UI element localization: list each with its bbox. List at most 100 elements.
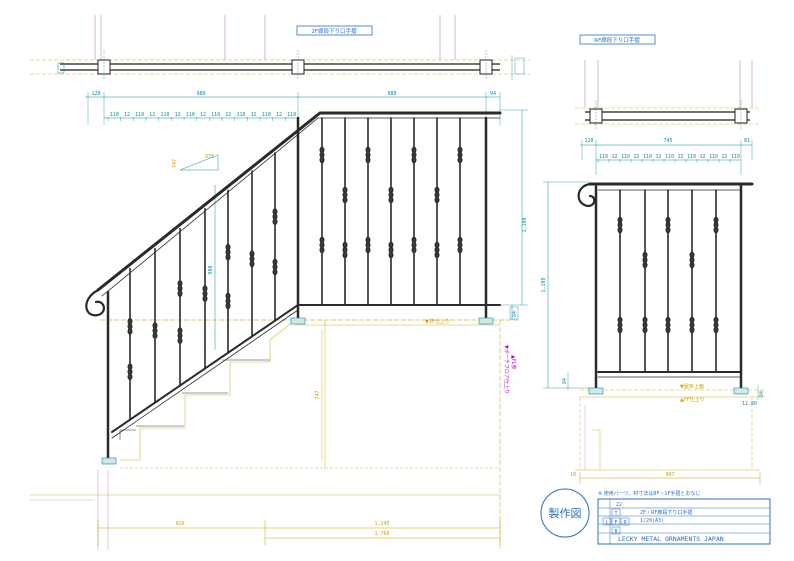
left-slope-twist-ornament xyxy=(152,332,158,339)
right-spacing-value: 110 xyxy=(665,154,674,160)
right-dim-84: 84 xyxy=(562,378,568,384)
right-floor xyxy=(575,389,765,471)
left-top-dimensions: 120 980 980 94 110 12 110 12 110 12 110 12 110 12… xyxy=(85,91,501,125)
right-twist-ornament xyxy=(713,326,719,334)
left-stair-treads xyxy=(119,359,270,440)
left-floor-and-stairs xyxy=(30,319,520,550)
left-flat-twist-ornament xyxy=(365,246,371,254)
left-spacing-value: 12 xyxy=(200,112,206,118)
right-title-frame xyxy=(579,34,656,45)
left-flat-twist-ornament xyxy=(457,156,463,164)
left-spacing-value: 110 xyxy=(287,112,296,118)
cell-f: F xyxy=(614,520,617,526)
right-spacing-value: 110 xyxy=(709,154,718,160)
left-slope-twist-ornament xyxy=(177,337,183,344)
stamp-circle xyxy=(540,488,590,538)
left-slope-twist-ornament xyxy=(177,290,183,297)
right-dim-height: 1,100 xyxy=(541,277,547,292)
left-flat-twist-ornament xyxy=(434,196,440,204)
left-spacing-value: 110 xyxy=(110,112,119,118)
right-twist-ornament xyxy=(617,226,623,234)
left-flat-twist-ornament xyxy=(411,156,417,164)
right-twist-ornament xyxy=(642,326,648,334)
left-slope-twist-ornament xyxy=(225,302,231,310)
left-view-title: 2F廊段下り口手摺 xyxy=(311,27,357,35)
left-flat-twist-ornament xyxy=(319,156,325,164)
left-side-note-2: ▲FL参 xyxy=(510,355,517,370)
left-slope-twist-ornament xyxy=(225,253,231,261)
left-dim-94: 94 xyxy=(490,91,496,97)
right-dim-81: 81 xyxy=(744,138,750,144)
right-bottom-dim-907: 907 xyxy=(665,472,674,478)
left-flat-twist-ornament xyxy=(342,251,348,259)
left-dim-980-b: 980 xyxy=(387,91,396,97)
title-block-note: ※ 使用パーツ、材寸法は8F・1F手摺とおなじ xyxy=(598,490,700,497)
left-right-dimensions: 1,100 84 xyxy=(500,109,528,320)
left-spacing-value: 110 xyxy=(236,112,245,118)
right-left-dimensions: 1,100 84 84 xyxy=(541,181,765,400)
right-spacing-value: 12 xyxy=(721,154,727,160)
left-spacing-value: 12 xyxy=(124,112,130,118)
left-spacing-value: 12 xyxy=(276,112,282,118)
right-spacing-value: 12 xyxy=(655,154,661,160)
left-bottom-dim-1245: 1,245 xyxy=(374,521,389,527)
left-flat-twist-ornament xyxy=(388,196,394,204)
left-dim-height: 1,100 xyxy=(522,217,528,232)
left-dim-84: 84 xyxy=(512,311,518,317)
stamp-text: 製作図 xyxy=(549,506,582,520)
cell-b: B xyxy=(614,529,617,535)
right-twist-ornament xyxy=(689,326,695,334)
left-spacing-value: 12 xyxy=(149,112,155,118)
right-twist-ornament xyxy=(665,226,671,234)
slope-triangle: 978 747 xyxy=(172,154,219,171)
right-bottom-dimensions xyxy=(579,472,761,484)
right-bottom-dim-small: 10 xyxy=(570,472,576,478)
right-spacing-value: 110 xyxy=(621,154,630,160)
slope-label-v: 747 xyxy=(172,159,178,168)
title-block: 製作図 ※ 使用パーツ、材寸法は8F・1F手摺とおなじ 22 2F・RF廊段下り… xyxy=(540,488,771,545)
left-spacing-value: 110 xyxy=(186,112,195,118)
right-railing xyxy=(577,182,754,395)
right-dim-120: 120 xyxy=(584,138,593,144)
title-row-name: 2F・RF廊段下り口手摺 xyxy=(640,509,692,516)
left-spacing-value: 110 xyxy=(211,112,220,118)
right-spacing-value: 12 xyxy=(677,154,683,160)
left-level-note: ▼2F仕上り xyxy=(425,318,450,325)
title-row-scale: 1/20(A3) xyxy=(640,518,664,524)
left-dim-120: 120 xyxy=(91,91,100,97)
right-spacing-value: 110 xyxy=(687,154,696,160)
left-flat-twist-ornament xyxy=(434,251,440,259)
left-spacing-value: 12 xyxy=(175,112,181,118)
left-side-note: ▼ポーチフロア仕上り xyxy=(503,345,510,394)
right-twist-ornament xyxy=(689,261,695,269)
left-bottom-dim-920: 920 xyxy=(175,521,184,527)
right-twist-ornament xyxy=(642,261,648,269)
right-level-note: ▼屋床上面 xyxy=(680,383,704,390)
left-flat-twist-ornament xyxy=(342,196,348,204)
title-row-no: 22 xyxy=(616,502,622,508)
right-spacing-value: 12 xyxy=(699,154,705,160)
left-spacing-value: 110 xyxy=(160,112,169,118)
left-spacing-value: 12 xyxy=(225,112,231,118)
right-spacing-value: 110 xyxy=(599,154,608,160)
right-spacing-value: 12 xyxy=(611,154,617,160)
left-dim-vertical: 747 xyxy=(315,390,321,399)
left-title-frame xyxy=(296,25,373,36)
cell-r: R xyxy=(623,520,627,526)
right-twist-ornament xyxy=(665,326,671,334)
right-plan-strip xyxy=(575,60,760,130)
right-spacing-value: 110 xyxy=(643,154,652,160)
right-twist-ornament xyxy=(617,326,623,334)
left-slope-twist-ornament xyxy=(249,260,255,268)
left-slope-twist-ornament xyxy=(272,218,278,225)
left-slope-twist-ornament xyxy=(127,373,133,381)
right-dim-side: 84 xyxy=(759,391,765,397)
left-plan-strip xyxy=(30,15,530,80)
left-slope-twist-ornament xyxy=(202,295,208,302)
left-flat-twist-ornament xyxy=(319,246,325,254)
left-bottom-dimensions xyxy=(97,520,501,545)
left-dim-980-a: 980 xyxy=(196,91,205,97)
